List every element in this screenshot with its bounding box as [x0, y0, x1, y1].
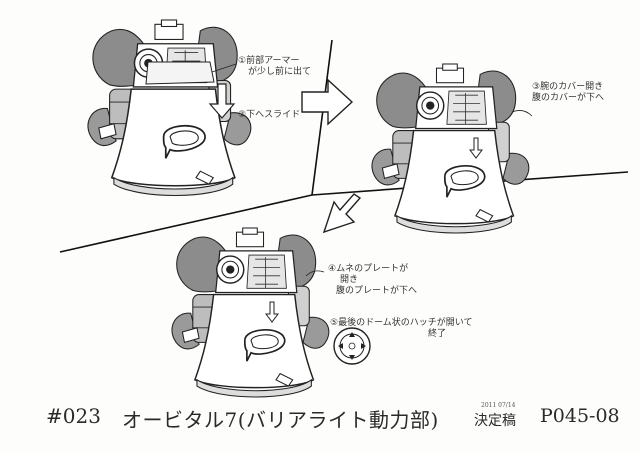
sheet-status: 決定稿 [474, 413, 516, 429]
note-step-1-line-2: が少し前に出て [248, 67, 312, 77]
flow-arrow-icon [469, 137, 483, 159]
note-step-4-line-1: ④ムネのプレートが [328, 264, 409, 274]
dome-hatch-icon [333, 327, 371, 365]
note-step-4: ④ムネのプレートが 開き 腹のプレートが下へ [328, 264, 417, 297]
sheet-date: 2011 07/14 [481, 402, 516, 409]
flow-arrow-icon [265, 301, 279, 323]
leader-line-1 [211, 63, 237, 73]
note-step-5-line-2: 終了 [428, 329, 447, 339]
note-step-5: ⑤最後のドーム状のハッチが開いて 終了 [330, 318, 473, 340]
divider-diagonal [311, 39, 333, 196]
note-step-4-line-3: 腹のプレートが下へ [336, 286, 418, 296]
note-step-3: ③腕のカバー開き 腹のカバーが下へ [532, 82, 604, 104]
flow-arrow-icon [322, 193, 362, 234]
leader-line-4 [305, 270, 325, 277]
note-step-3-line-1: ③腕のカバー開き [532, 82, 604, 92]
sheet-page-number: P045-08 [540, 405, 620, 427]
divider-cross-left [59, 194, 313, 253]
robot-stage-2 [371, 63, 530, 234]
note-step-2: ②下へスライド [238, 110, 300, 121]
note-step-3-line-2: 腹のカバーが下へ [532, 93, 605, 103]
sheet-title: オービタル7(バリアライト動力部) [122, 408, 439, 432]
note-step-1: ①前部アーマー が少し前に出て [238, 56, 311, 78]
flow-arrow-icon [208, 83, 236, 119]
front-armor [145, 61, 215, 85]
robot-stage-3 [171, 227, 330, 398]
note-step-5-line-1: ⑤最後のドーム状のハッチが開いて [330, 318, 473, 328]
note-step-2-line-1: ②下へスライド [238, 110, 301, 120]
note-step-4-line-2: 開き [340, 275, 359, 285]
flow-arrow-icon [301, 78, 354, 126]
note-step-1-line-1: ①前部アーマー [238, 56, 300, 66]
leader-line-3 [511, 109, 533, 117]
sheet-code: #023 [46, 404, 101, 428]
